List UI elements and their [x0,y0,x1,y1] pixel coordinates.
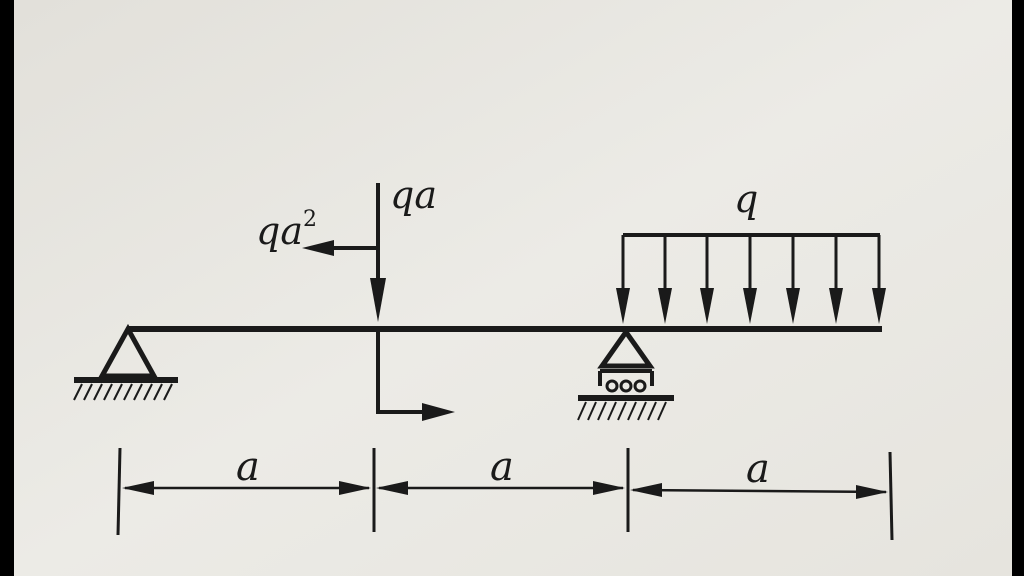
load-arrow [743,235,757,324]
dimension-lines [116,447,894,541]
dimension-label-1: a [236,444,260,490]
point-force-arrow [370,183,386,322]
moment-couple-bottom-arrow [376,332,455,421]
load-arrow [616,235,630,324]
dimension-label-2: a [490,444,514,490]
moment-label-base: qa [256,209,303,253]
distributed-load-label: q [734,177,758,221]
paper-background [14,0,1012,576]
load-arrow [829,235,843,324]
distributed-load [616,233,886,324]
moment-couple-top-arrow [302,240,378,256]
moment-label-exponent: 2 [303,207,317,232]
load-arrow [700,235,714,324]
dimension-label-3: a [746,446,770,492]
dimension-arrowheads [122,481,888,499]
load-arrow [872,235,886,324]
point-force-label: qa [390,173,437,217]
roller-support-right [577,327,674,421]
moment-label: qa2 [256,207,317,253]
load-arrow [658,235,672,324]
load-arrow [786,235,800,324]
pin-support-left [73,323,178,401]
